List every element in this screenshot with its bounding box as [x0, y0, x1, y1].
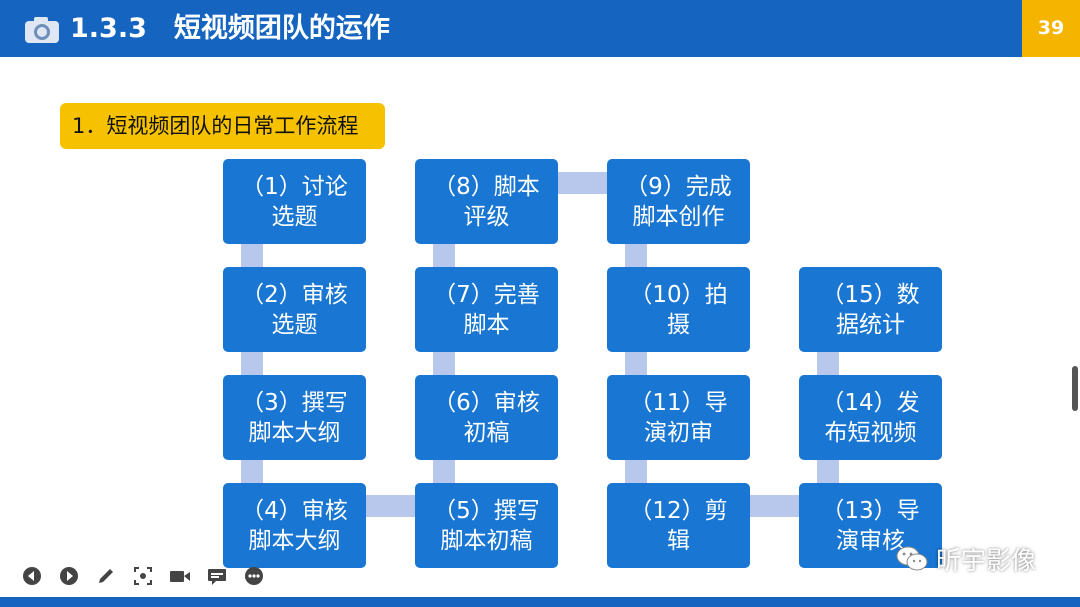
- footer-bar: [0, 597, 1080, 607]
- step-label-8: （8）脚本 评级: [433, 173, 540, 230]
- step-box-7: （7）完善 脚本: [415, 267, 558, 352]
- page-title: 1.3.3 短视频团队的运作: [70, 13, 390, 44]
- step-label-14: （14）发 布短视频: [821, 389, 920, 446]
- step-label-15: （15）数 据统计: [821, 281, 920, 338]
- step-label-9: （9）完成 脚本创作: [625, 173, 732, 230]
- connector-1-2: [241, 244, 263, 268]
- connector-10-11: [625, 352, 647, 376]
- step-box-15: （15）数 据统计: [799, 267, 942, 352]
- video-icon[interactable]: [168, 565, 191, 588]
- connector-12-13: [750, 495, 799, 517]
- next-icon[interactable]: [57, 565, 80, 588]
- scrollbar-thumb[interactable]: [1072, 366, 1078, 411]
- step-label-5: （5）撰写 脚本初稿: [433, 497, 540, 554]
- step-box-12: （12）剪 辑: [607, 483, 750, 568]
- connector-5-6: [433, 460, 455, 484]
- step-box-1: （1）讨论 选题: [223, 159, 366, 244]
- step-label-13: （13）导 演审核: [821, 497, 920, 554]
- step-box-5: （5）撰写 脚本初稿: [415, 483, 558, 568]
- zoom-icon[interactable]: [131, 565, 154, 588]
- header-bar: 1.3.3 短视频团队的运作 39: [0, 0, 1080, 57]
- step-label-10: （10）拍 摄: [629, 281, 728, 338]
- connector-7-8: [433, 244, 455, 268]
- step-label-4: （4）审核 脚本大纲: [241, 497, 348, 554]
- step-box-11: （11）导 演初审: [607, 375, 750, 460]
- step-label-1: （1）讨论 选题: [241, 173, 348, 230]
- step-label-11: （11）导 演初审: [629, 389, 728, 446]
- connector-11-12: [625, 460, 647, 484]
- step-box-2: （2）审核 选题: [223, 267, 366, 352]
- presentation-toolbar: [20, 563, 265, 589]
- step-label-12: （12）剪 辑: [629, 497, 728, 554]
- step-label-3: （3）撰写 脚本大纲: [241, 389, 348, 446]
- wechat-icon: [896, 546, 928, 571]
- step-box-10: （10）拍 摄: [607, 267, 750, 352]
- step-label-6: （6）审核 初稿: [433, 389, 540, 446]
- watermark: 昕宇影像: [896, 541, 1036, 577]
- pen-icon[interactable]: [94, 565, 117, 588]
- step-box-8: （8）脚本 评级: [415, 159, 558, 244]
- connector-9-10: [625, 244, 647, 268]
- step-box-9: （9）完成 脚本创作: [607, 159, 750, 244]
- step-box-3: （3）撰写 脚本大纲: [223, 375, 366, 460]
- connector-4-5: [366, 495, 415, 517]
- step-box-4: （4）审核 脚本大纲: [223, 483, 366, 568]
- step-box-6: （6）审核 初稿: [415, 375, 558, 460]
- step-label-7: （7）完善 脚本: [433, 281, 540, 338]
- section-subtitle: 1．短视频团队的日常工作流程: [60, 103, 385, 149]
- page-number: 39: [1022, 0, 1080, 57]
- step-label-2: （2）审核 选题: [241, 281, 348, 338]
- prev-icon[interactable]: [20, 565, 43, 588]
- watermark-text: 昕宇影像: [936, 546, 1037, 575]
- step-box-14: （14）发 布短视频: [799, 375, 942, 460]
- connector-14-15: [817, 352, 839, 376]
- connector-2-3: [241, 352, 263, 376]
- subtitle-icon[interactable]: [205, 565, 228, 588]
- camera-icon: [25, 17, 59, 43]
- connector-13-14: [817, 460, 839, 484]
- connector-8-9: [558, 172, 607, 194]
- more-icon[interactable]: [242, 565, 265, 588]
- connector-3-4: [241, 460, 263, 484]
- connector-6-7: [433, 352, 455, 376]
